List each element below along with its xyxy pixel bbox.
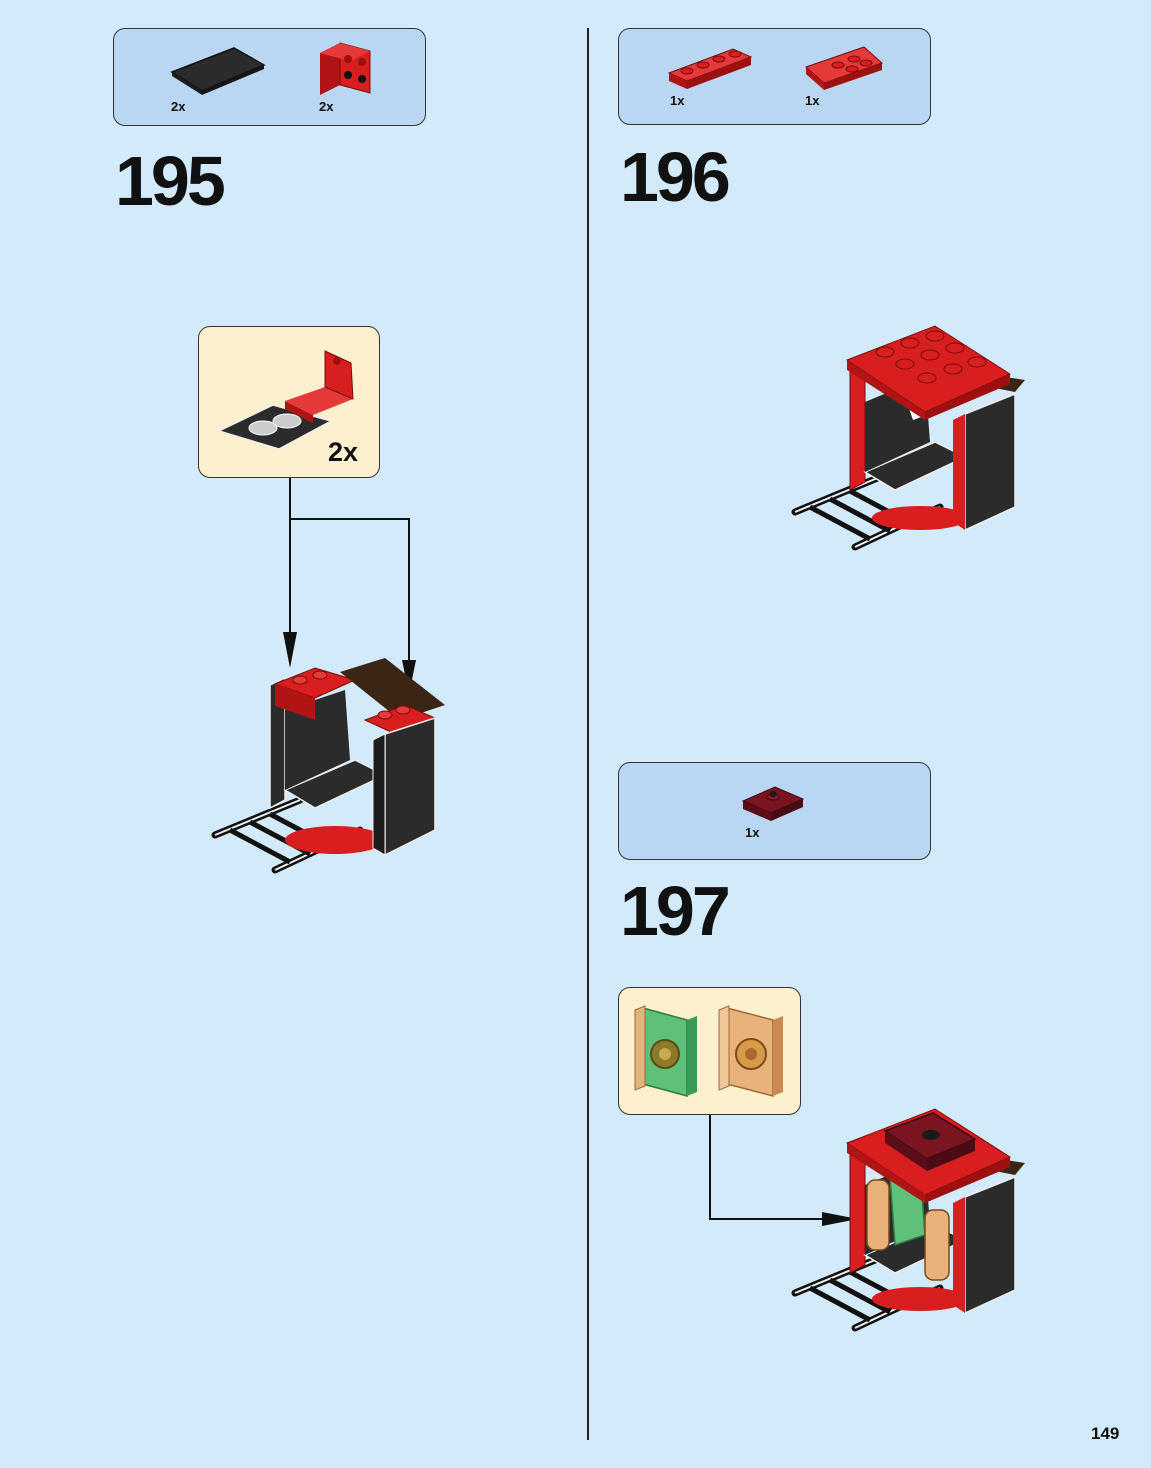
bracket-on-tile-subassembly-icon [216,350,354,450]
part-qty: 1x [745,825,760,840]
part-qty: 2x [319,99,334,114]
parts-box-197: 1x [618,762,931,860]
page-divider [587,28,589,1440]
tan-book-icon [718,1005,783,1097]
black-tile-2x4-icon [170,47,266,95]
model-195 [211,658,445,874]
parts-box-196: 1x 1x [618,28,931,125]
model-196 [791,325,1025,551]
red-plate-1x4-icon [667,48,753,89]
parts-box-195: 2x 2x [113,28,426,126]
part-qty: 1x [670,93,685,108]
dark-red-jumper-plate-icon [741,786,805,821]
model-197 [791,1108,1025,1332]
green-book-icon [634,1005,697,1097]
step-number-197: 197 [620,872,731,950]
callout-197 [618,987,801,1115]
red-wedge-plate-icon [805,46,883,90]
step-number-196: 196 [620,138,731,216]
part-qty: 1x [805,93,820,108]
red-bracket-icon [320,42,371,95]
part-qty: 2x [171,99,186,114]
callout-195: 2x [198,326,380,478]
step-number-195: 195 [115,142,226,220]
callout-qty: 2x [328,437,359,467]
page-number: 149 [1091,1424,1120,1443]
